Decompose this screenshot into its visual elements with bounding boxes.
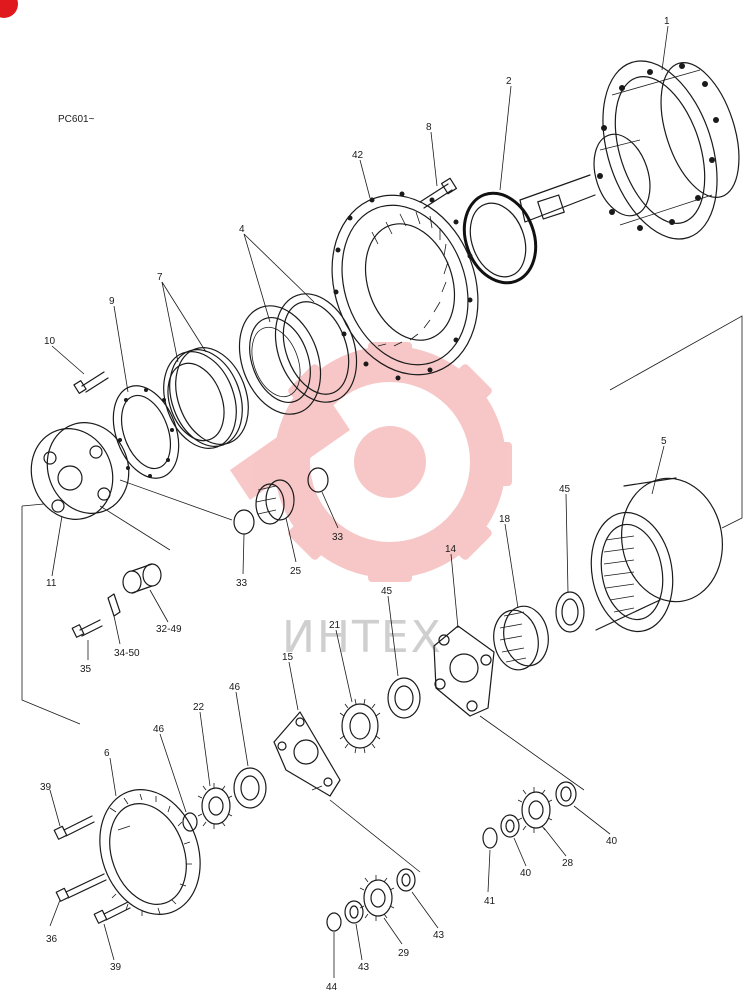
part-46-washer-2 [182,812,198,832]
callout-1: 1 [664,16,670,27]
part-29-gear [359,875,395,921]
part-15-carrier-plate [273,711,341,797]
callout-22: 22 [193,702,205,713]
callout-34-50: 34-50 [114,648,140,659]
callout-6: 6 [104,748,110,759]
callout-5: 5 [661,436,667,447]
part-28-gear [517,787,553,833]
callout-14: 14 [445,544,457,555]
part-1-motor-housing [519,60,740,240]
callout-46-b: 46 [153,724,165,735]
callout-10: 10 [44,336,56,347]
callout-41: 41 [484,896,496,907]
part-14-planet-carrier [433,625,495,717]
callout-36: 36 [46,934,58,945]
callout-21: 21 [329,620,341,631]
part-40-washer-2 [555,781,577,807]
part-22-gear [197,783,233,829]
callout-2: 2 [506,76,512,87]
callout-15: 15 [282,652,294,663]
callout-46-a: 46 [229,682,241,693]
callout-45-a: 45 [559,484,571,495]
callout-43-b: 43 [433,930,445,941]
part-4-bearings [238,293,358,415]
callout-8: 8 [426,122,432,133]
callout-32-49: 32-49 [156,624,182,635]
part-25-gear [255,479,295,525]
callout-labels: 1 2 8 42 4 7 9 10 11 5 45 18 14 45 21 33… [40,16,670,993]
part-36-bolt [55,873,107,902]
leader-lines [49,25,669,978]
part-45-washer-2 [387,677,421,719]
callout-18: 18 [499,514,511,525]
part-21-gear [339,698,381,754]
callout-29: 29 [398,948,410,959]
part-41-snap-ring [482,827,498,849]
callout-4: 4 [239,224,245,235]
part-6-gear-plate [99,789,201,916]
callout-40-b: 40 [606,836,618,847]
part-45-washer [555,591,585,633]
callout-44: 44 [326,982,338,993]
callout-33-a: 33 [332,532,344,543]
callout-43-a: 43 [358,962,370,973]
part-10-bolt [73,371,109,394]
callout-40-a: 40 [520,868,532,879]
part-8-bolt [419,177,458,209]
callout-25: 25 [290,566,302,577]
part-43-washer-2 [396,868,416,892]
part-9-gasket [112,385,180,479]
part-2-seal-ring [462,191,538,285]
callout-33-b: 33 [236,578,248,589]
part-42-ring-gear-housing [331,191,479,381]
callout-28: 28 [562,858,574,869]
part-11-carrier [30,422,130,520]
part-5-ring-gear [590,477,724,633]
part-32-49-pin [122,563,162,594]
watermark-text: ИНТЕХ [282,612,443,663]
part-34-50-lock-plate [107,593,121,617]
part-39-bolt-2 [93,901,131,924]
callout-39-a: 39 [40,782,52,793]
part-33-snap-ring-2 [307,467,329,493]
callout-42: 42 [352,150,364,161]
part-33-snap-ring [233,509,255,535]
callout-11: 11 [46,578,57,589]
part-35-bolt [71,619,103,638]
model-code: PC601~ [58,114,95,125]
part-43-washer [344,900,364,924]
part-40-washer [500,814,520,838]
part-39-bolt [53,815,95,840]
callout-39-b: 39 [110,962,122,973]
part-7-seals [163,346,249,450]
assembly-lines [21,315,743,873]
part-44-snap-ring [326,912,342,932]
part-46-washer [233,767,267,809]
callout-9: 9 [109,296,115,307]
callout-7: 7 [157,272,163,283]
watermark-gear [230,342,512,582]
callout-45-b: 45 [381,586,393,597]
corner-badge [0,0,18,18]
callout-35: 35 [80,664,92,675]
part-18-gear [493,605,549,671]
